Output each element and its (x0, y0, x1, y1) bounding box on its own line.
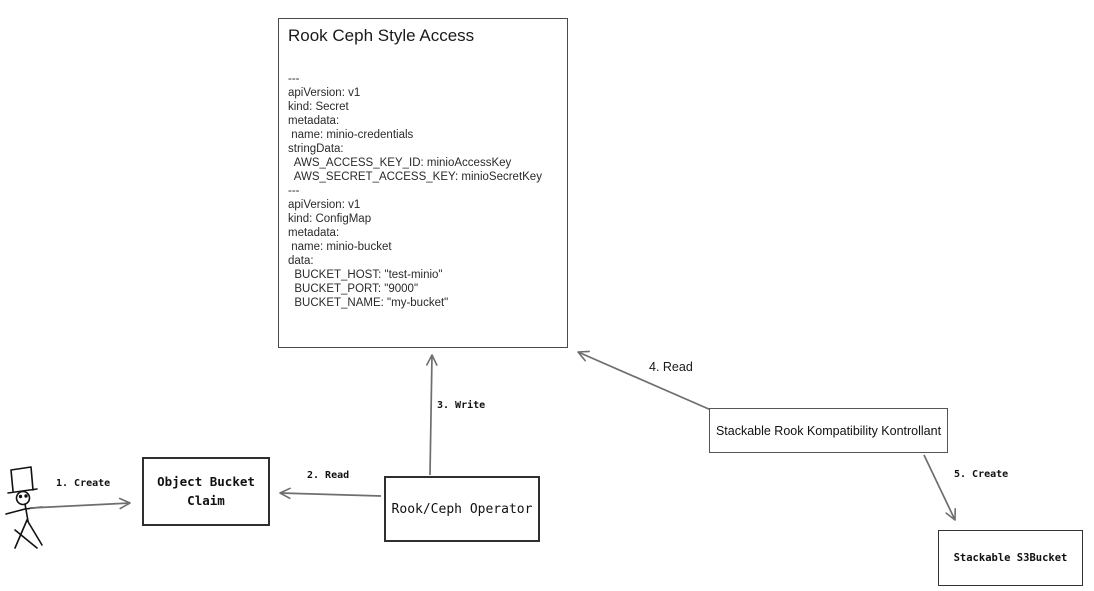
node-object-bucket-claim-label: Object Bucket Claim (157, 474, 255, 508)
edge-label-2-read: 2. Read (307, 470, 350, 481)
edge-label-5-create: 5. Create (954, 469, 1009, 480)
right-eye (24, 494, 28, 498)
leg-cross-stroke (14, 529, 38, 549)
right-leg (26, 519, 43, 546)
arrow-3-write (426, 354, 438, 476)
arrow-2-read (279, 487, 382, 500)
yaml-manifest-text: --- apiVersion: v1 kind: Secret metadata… (288, 73, 542, 309)
left-eye (18, 494, 23, 499)
node-rook-ceph-operator-label: Rook/Ceph Operator (391, 501, 533, 517)
hat-crown (10, 466, 34, 492)
head (15, 490, 31, 506)
arrow-1-create (29, 497, 131, 510)
node-stackable-rook-kompatibility-kontrollant: Stackable Rook Kompatibility Kontrollant (709, 408, 948, 453)
node-stackable-rook-kompatibility-kontrollant-label: Stackable Rook Kompatibility Kontrollant (715, 423, 942, 438)
node-stackable-s3bucket: Stackable S3Bucket (938, 530, 1083, 586)
edge-label-4-read: 4. Read (649, 360, 693, 374)
main-box-title: Rook Ceph Style Access (288, 26, 475, 45)
node-rook-ceph-operator: Rook/Ceph Operator (384, 476, 540, 542)
node-stackable-s3bucket-label: Stackable S3Bucket (953, 552, 1068, 564)
edge-label-3-write: 3. Write (437, 400, 486, 411)
node-object-bucket-claim: Object Bucket Claim (142, 457, 270, 526)
arrow-4-read (577, 350, 712, 411)
torso (24, 503, 29, 522)
arrow-5-create (923, 454, 957, 521)
rook-ceph-style-access-box: Rook Ceph Style Access --- apiVersion: v… (278, 18, 568, 348)
edge-label-1-create: 1. Create (56, 478, 111, 489)
